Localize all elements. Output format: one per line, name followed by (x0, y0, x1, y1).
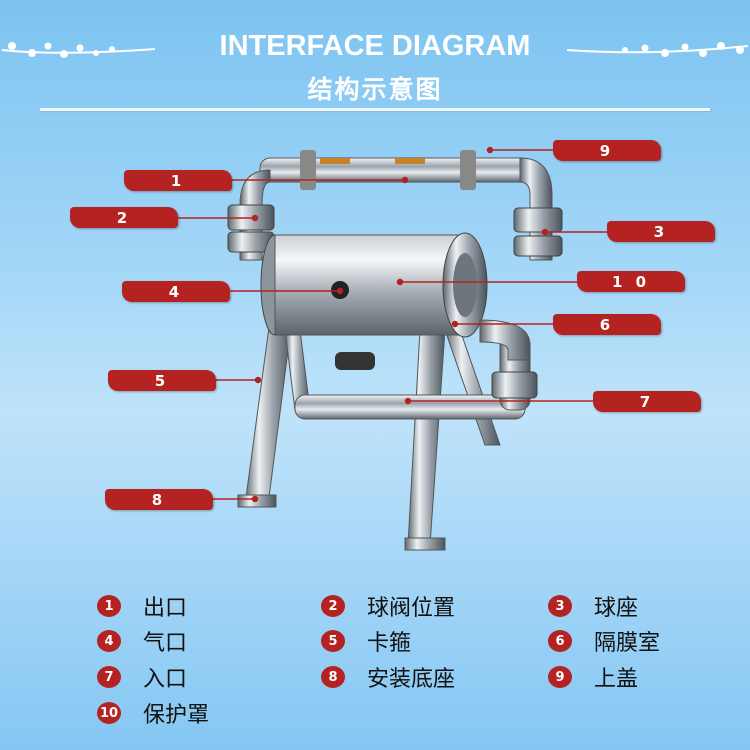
legend-badge: 8 (321, 666, 345, 688)
legend-label: 卡箍 (367, 631, 412, 656)
legend-item: 7 入口 (97, 662, 187, 692)
title-chinese: 结构示意图 (307, 75, 443, 104)
legend-label: 入口 (143, 667, 188, 692)
legend-label: 出口 (143, 596, 188, 621)
legend-badge: 10 (97, 702, 121, 724)
legend-badge: 7 (97, 666, 121, 688)
floral-decoration-left-icon (1, 42, 156, 58)
callout-10: 1 0 (577, 271, 685, 292)
callout-6: 6 (553, 314, 661, 335)
protective-cover (274, 234, 466, 336)
legend-badge: 1 (97, 595, 121, 617)
callout-8: 8 (105, 489, 213, 510)
legend-label: 上盖 (594, 667, 639, 692)
legend-item: 2 球阀位置 (321, 591, 455, 621)
legend-label: 安装底座 (367, 667, 456, 692)
callout-9: 9 (553, 140, 661, 161)
callout-3: 3 (607, 221, 715, 242)
legend-badge: 2 (321, 595, 345, 617)
legend-badge: 6 (548, 630, 572, 652)
legend-label: 气口 (143, 631, 188, 656)
callout-7: 7 (593, 391, 701, 412)
floral-decoration-right-icon (566, 42, 749, 57)
legend-label: 球阀位置 (367, 596, 456, 621)
legend-label: 隔膜室 (594, 631, 661, 656)
legend-label: 保护罩 (143, 703, 210, 728)
legend-badge: 9 (548, 666, 572, 688)
legend-badge: 5 (321, 630, 345, 652)
legend-label: 球座 (594, 596, 639, 621)
legend-item: 4 气口 (97, 626, 187, 656)
legend-item: 5 卡箍 (321, 626, 411, 656)
legend-badge: 4 (97, 630, 121, 652)
legend-item: 9 上盖 (548, 662, 638, 692)
callout-1: 1 (124, 170, 232, 191)
title-english: INTERFACE DIAGRAM (219, 30, 531, 62)
legend-badge: 3 (548, 595, 572, 617)
divider (40, 108, 710, 111)
legend-item: 6 隔膜室 (548, 626, 660, 656)
callout-2: 2 (70, 207, 178, 228)
legend-item: 1 出口 (97, 591, 187, 621)
callout-5: 5 (108, 370, 216, 391)
legend-item: 8 安装底座 (321, 662, 455, 692)
legend-item: 3 球座 (548, 591, 638, 621)
callout-4: 4 (122, 281, 230, 302)
legend-item: 10 保护罩 (97, 698, 209, 728)
